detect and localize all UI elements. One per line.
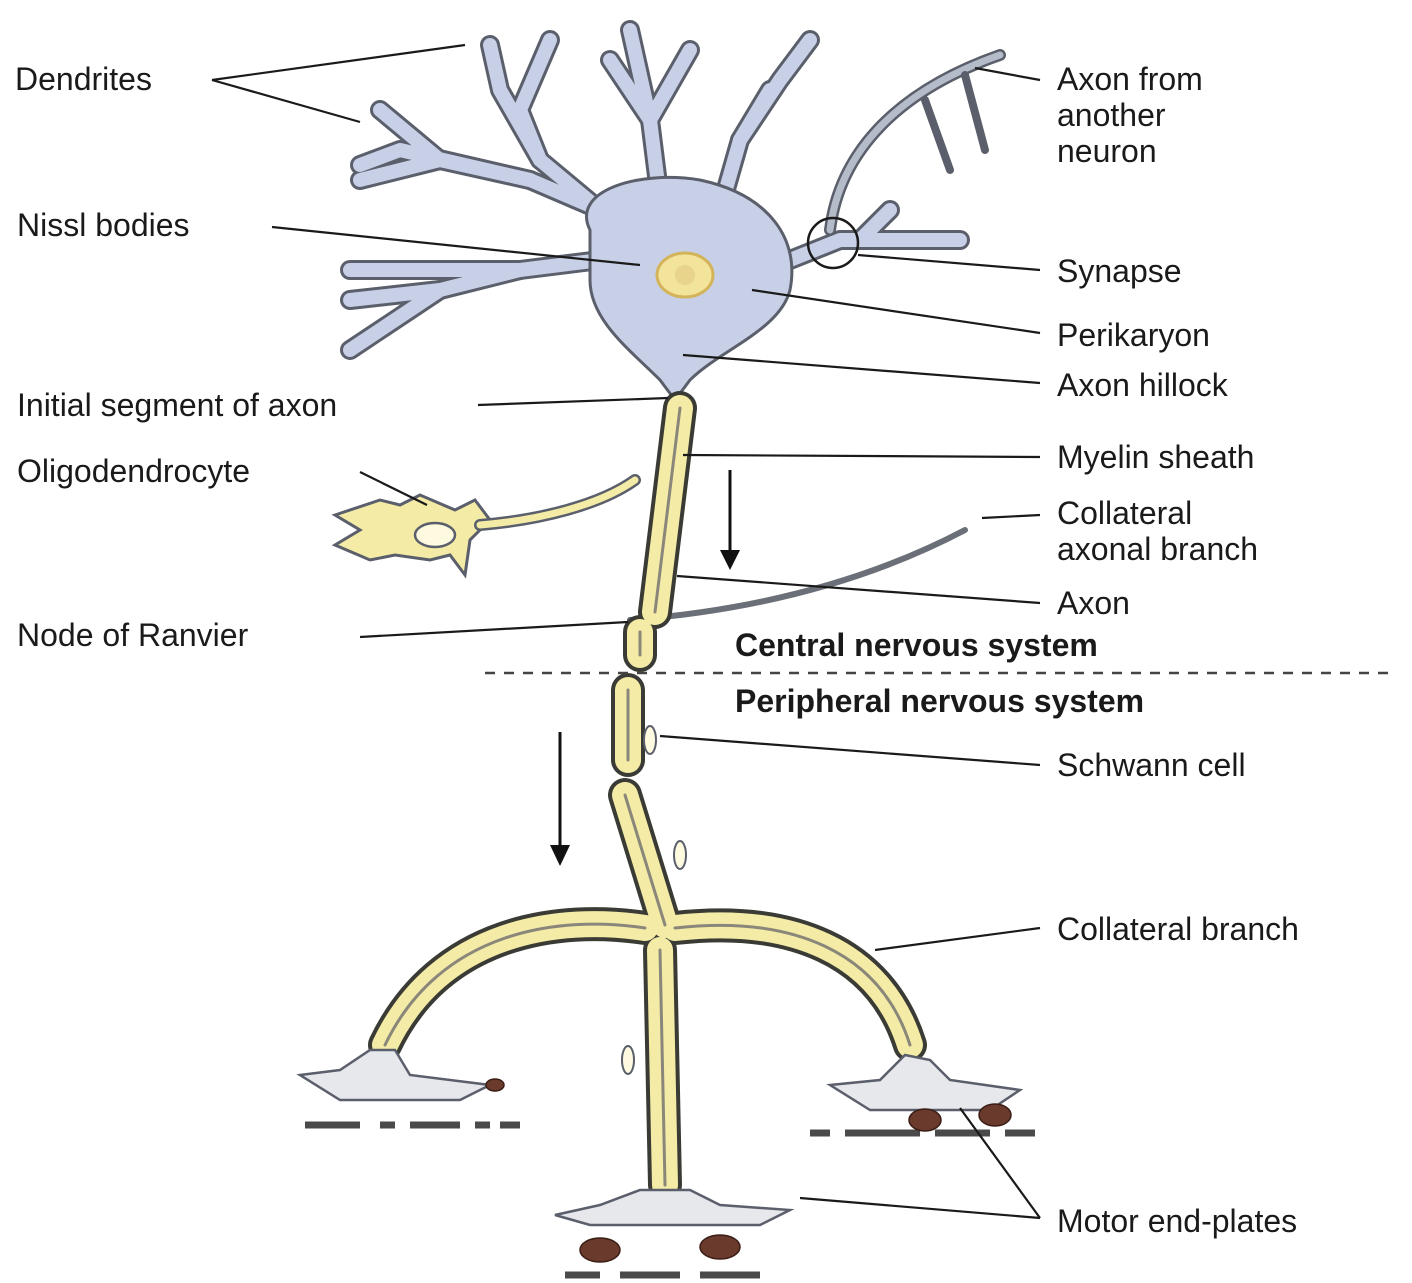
oligodendrocyte-drawing <box>335 480 635 575</box>
label-schwann-cell: Schwann cell <box>1057 747 1246 783</box>
label-peripheral-nervous-system: Peripheral nervous system <box>735 683 1144 719</box>
label-motor-end-plates: Motor end-plates <box>1057 1203 1297 1239</box>
label-synapse: Synapse <box>1057 253 1182 289</box>
label-nissl-bodies: Nissl bodies <box>17 207 190 243</box>
label-axon-from-another-neuron-line-2: another <box>1057 97 1166 133</box>
label-axon-hillock: Axon hillock <box>1057 367 1229 403</box>
label-axon-from-another-neuron-line-3: neuron <box>1057 133 1157 169</box>
label-axon: Axon <box>1057 585 1130 621</box>
label-dendrites: Dendrites <box>15 61 152 97</box>
label-collateral-axonal-branch: Collateral axonal branch <box>1057 495 1258 567</box>
cell-body-drawing <box>587 177 792 400</box>
label-central-nervous-system: Central nervous system <box>735 627 1098 663</box>
label-collateral-branch: Collateral branch <box>1057 911 1299 947</box>
label-collateral-axonal-branch-line-1: Collateral <box>1057 495 1192 531</box>
label-node-of-ranvier: Node of Ranvier <box>17 617 249 653</box>
label-myelin-sheath: Myelin sheath <box>1057 439 1254 475</box>
label-perikaryon: Perikaryon <box>1057 317 1210 353</box>
label-initial-segment: Initial segment of axon <box>17 387 337 423</box>
label-axon-from-another-neuron: Axon from another neuron <box>1057 61 1212 169</box>
label-collateral-axonal-branch-line-2: axonal branch <box>1057 531 1258 567</box>
label-axon-from-another-neuron-line-1: Axon from <box>1057 61 1203 97</box>
label-oligodendrocyte: Oligodendrocyte <box>17 453 250 489</box>
incoming-axon-drawing <box>830 55 1000 230</box>
